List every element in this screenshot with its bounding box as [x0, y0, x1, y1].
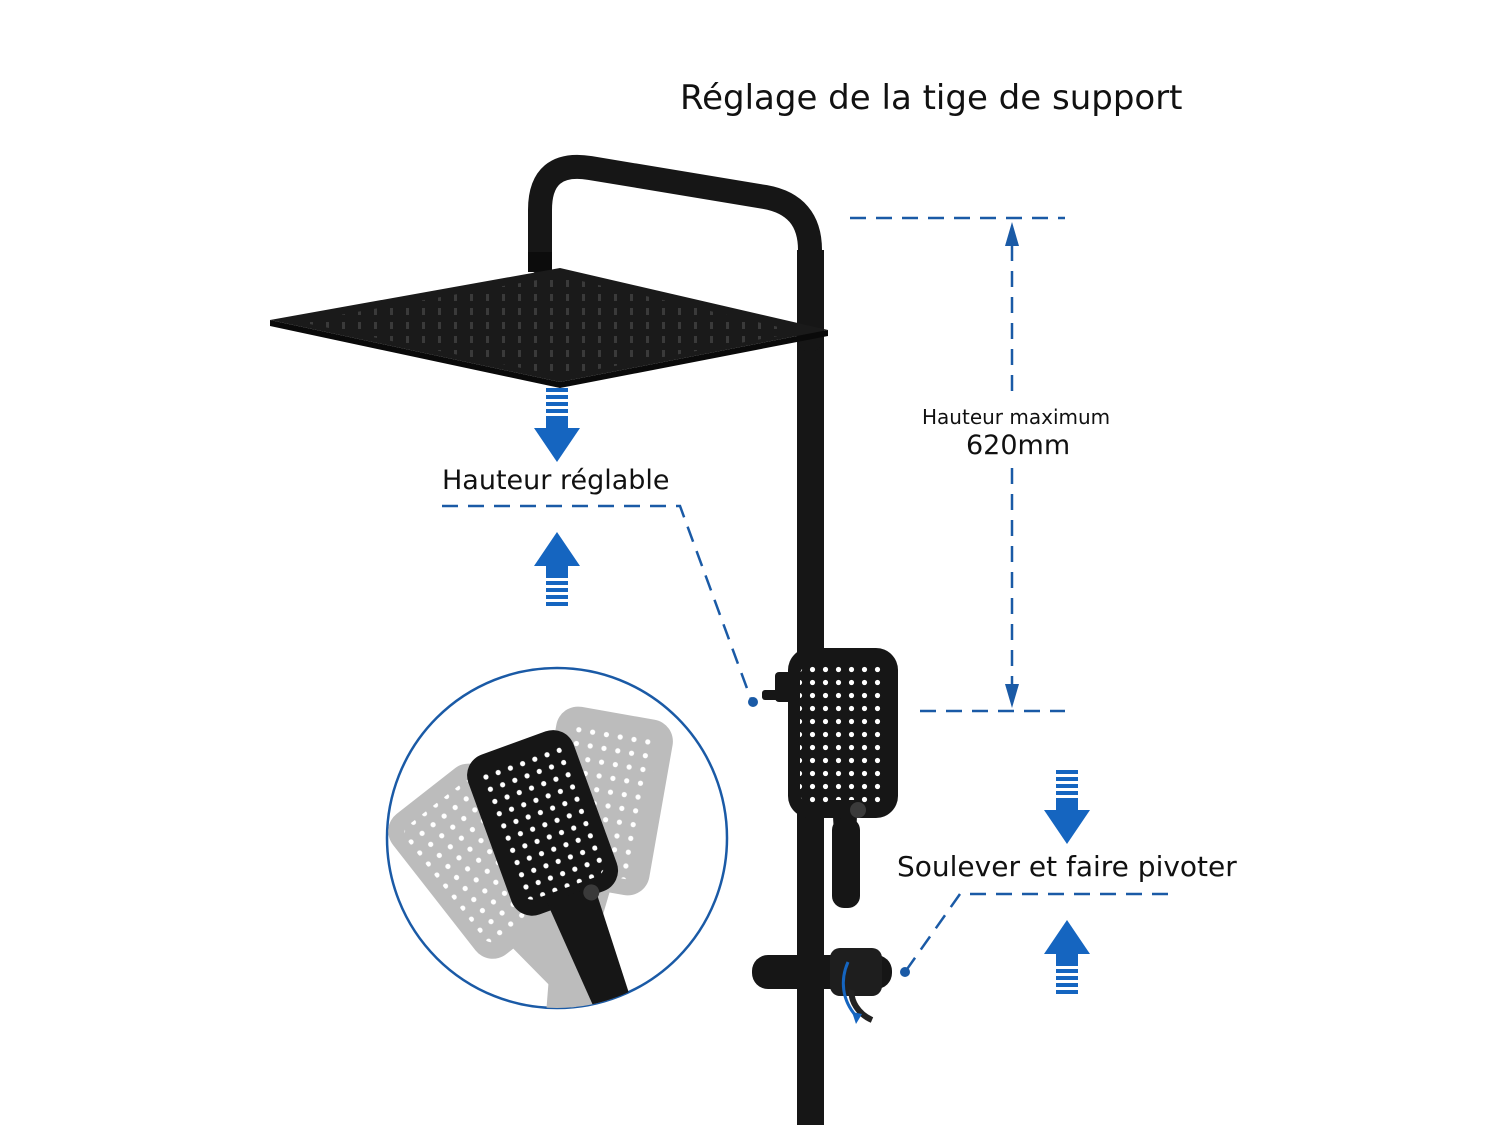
arrow-up-icon: [534, 532, 580, 606]
dimension-arrowhead-top: [1005, 222, 1019, 246]
rotation-detail-inset: [385, 666, 729, 1010]
arrow-down-icon: [534, 388, 580, 462]
rain-shower-head: [270, 268, 828, 388]
hand-shower: [788, 648, 898, 908]
upper-arm: [528, 154, 822, 352]
pivot-leader: [903, 892, 1168, 973]
adjustable-height-leader: [442, 504, 754, 703]
page-title: Réglage de la tige de support: [680, 78, 1183, 118]
rotation-arrow-icon: [841, 961, 858, 1017]
lift-rotate-label: Soulever et faire pivoter: [897, 850, 1237, 883]
leader-dot: [900, 967, 910, 977]
leader-dot: [748, 697, 758, 707]
arrow-up-icon: [1044, 920, 1090, 994]
arrow-down-icon: [1044, 770, 1090, 844]
adjustable-height-label: Hauteur réglable: [442, 465, 670, 496]
inset-hand-shower: [467, 730, 638, 1008]
dimension-arrowhead-bottom: [1005, 684, 1019, 708]
max-height-value: 620mm: [966, 430, 1071, 461]
max-height-caption: Hauteur maximum: [922, 405, 1111, 429]
